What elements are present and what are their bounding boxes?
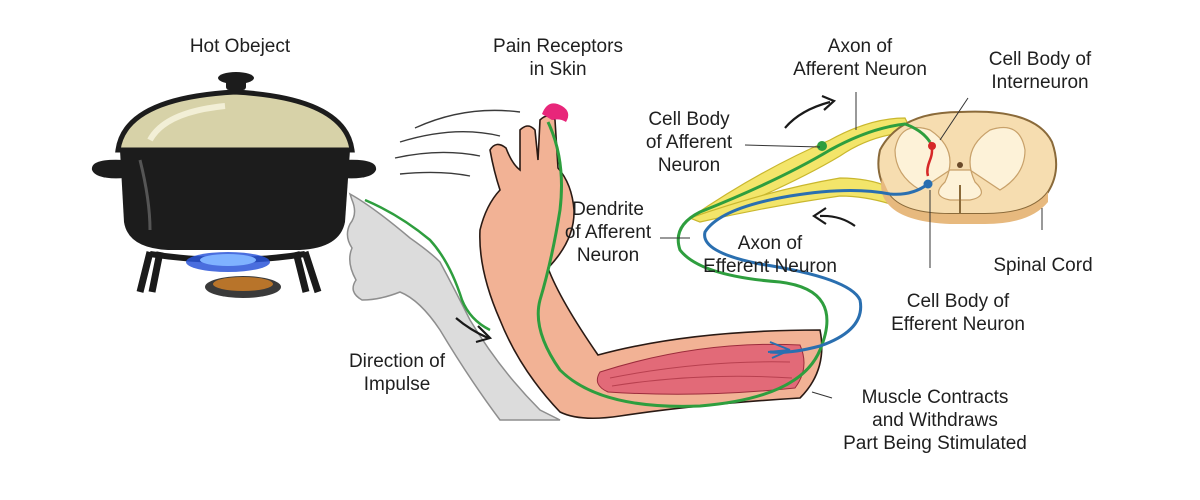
motion-lines	[394, 109, 521, 177]
pain-receptor-icon	[542, 103, 569, 122]
afferent-neuron-path	[536, 121, 932, 408]
cell-body-interneuron-label: Cell Body of Interneuron	[988, 49, 1092, 93]
ghost-afferent-path	[364, 198, 491, 332]
axon-efferent-label: Axon of Efferent Neuron	[703, 233, 837, 277]
ghost-hand	[346, 192, 561, 421]
spinal-cord	[877, 110, 1058, 224]
afferent-cell-body	[817, 141, 827, 151]
hot-object-pot	[91, 72, 377, 298]
direction-of-impulse-label: Direction of Impulse	[348, 351, 446, 395]
motor-endplate	[767, 341, 791, 359]
efferent-neuron-path	[703, 182, 929, 354]
muscle-contracts-label: Muscle Contracts and Withdraws Part Bein…	[843, 387, 1027, 454]
cell-body-efferent-label: Cell Body of Efferent Neuron	[891, 291, 1025, 335]
cell-body-afferent-label: Cell Body of Afferent Neuron	[645, 109, 733, 176]
axon-afferent-label: Axon of Afferent Neuron	[793, 36, 927, 80]
efferent-cell-body	[923, 179, 933, 189]
muscle	[596, 343, 805, 395]
interneuron-cell-body	[928, 142, 936, 150]
arrow-icon	[819, 214, 856, 227]
arm	[479, 115, 823, 420]
dendrite-afferent-label: Dendrite of Afferent Neuron	[564, 199, 652, 266]
spinal-cord-label: Spinal Cord	[993, 255, 1093, 276]
impulse-arrows	[455, 94, 856, 344]
leader-lines	[660, 92, 1043, 399]
hot-object-label: Hot Obeject	[189, 36, 291, 57]
direction-arrow-icon	[455, 317, 489, 340]
arrow-icon	[784, 100, 831, 129]
pain-receptors-label: Pain Receptors in Skin	[493, 36, 623, 80]
